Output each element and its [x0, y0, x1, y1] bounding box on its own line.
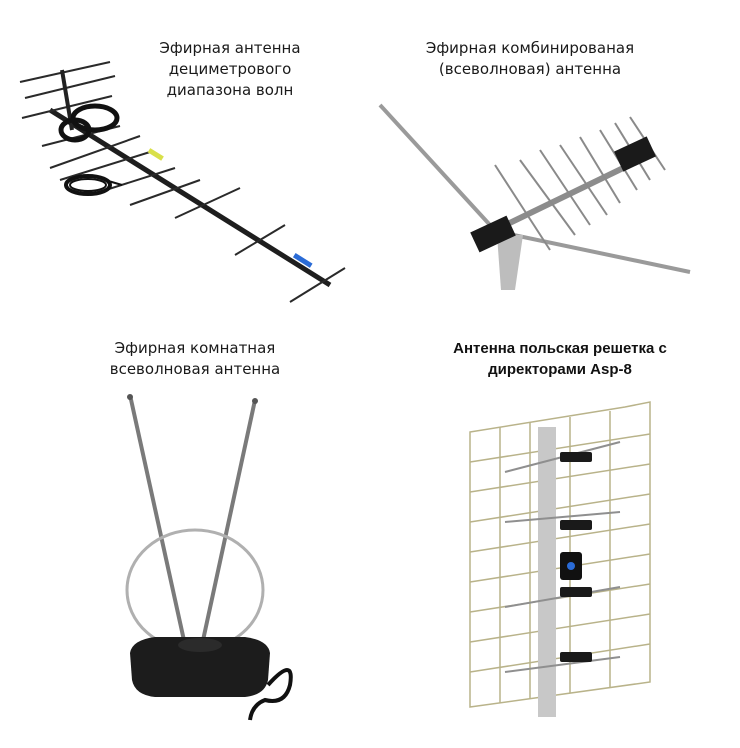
uhf-yagi-antenna-image: [19, 61, 346, 303]
caption-line: дециметрового: [168, 60, 292, 78]
caption-line: Эфирная антенна: [159, 39, 301, 57]
caption-combined-antenna: Эфирная комбинированая (всеволновая) ант…: [405, 38, 655, 80]
caption-line: Эфирная комбинированая: [425, 39, 635, 57]
caption-line: Антенна польская решетка с: [453, 340, 667, 357]
caption-line: диапазона волн: [166, 81, 294, 99]
caption-line: (всеволновая) антенна: [438, 60, 622, 78]
indoor-antenna-image: [125, 394, 293, 721]
caption-indoor-antenna: Эфирная комнатная всеволновая антенна: [95, 338, 295, 380]
caption-line: Эфирная комнатная: [114, 339, 276, 357]
combined-antenna-image: [378, 103, 691, 290]
caption-line: всеволновая антенна: [109, 360, 281, 378]
caption-polish-grid-antenna: Антенна польская решетка с директорами A…: [440, 338, 680, 380]
caption-line: директорами Asp-8: [488, 361, 632, 378]
polish-grid-antenna-image: [469, 401, 651, 717]
caption-uhf-antenna: Эфирная антенна дециметрового диапазона …: [140, 38, 320, 101]
